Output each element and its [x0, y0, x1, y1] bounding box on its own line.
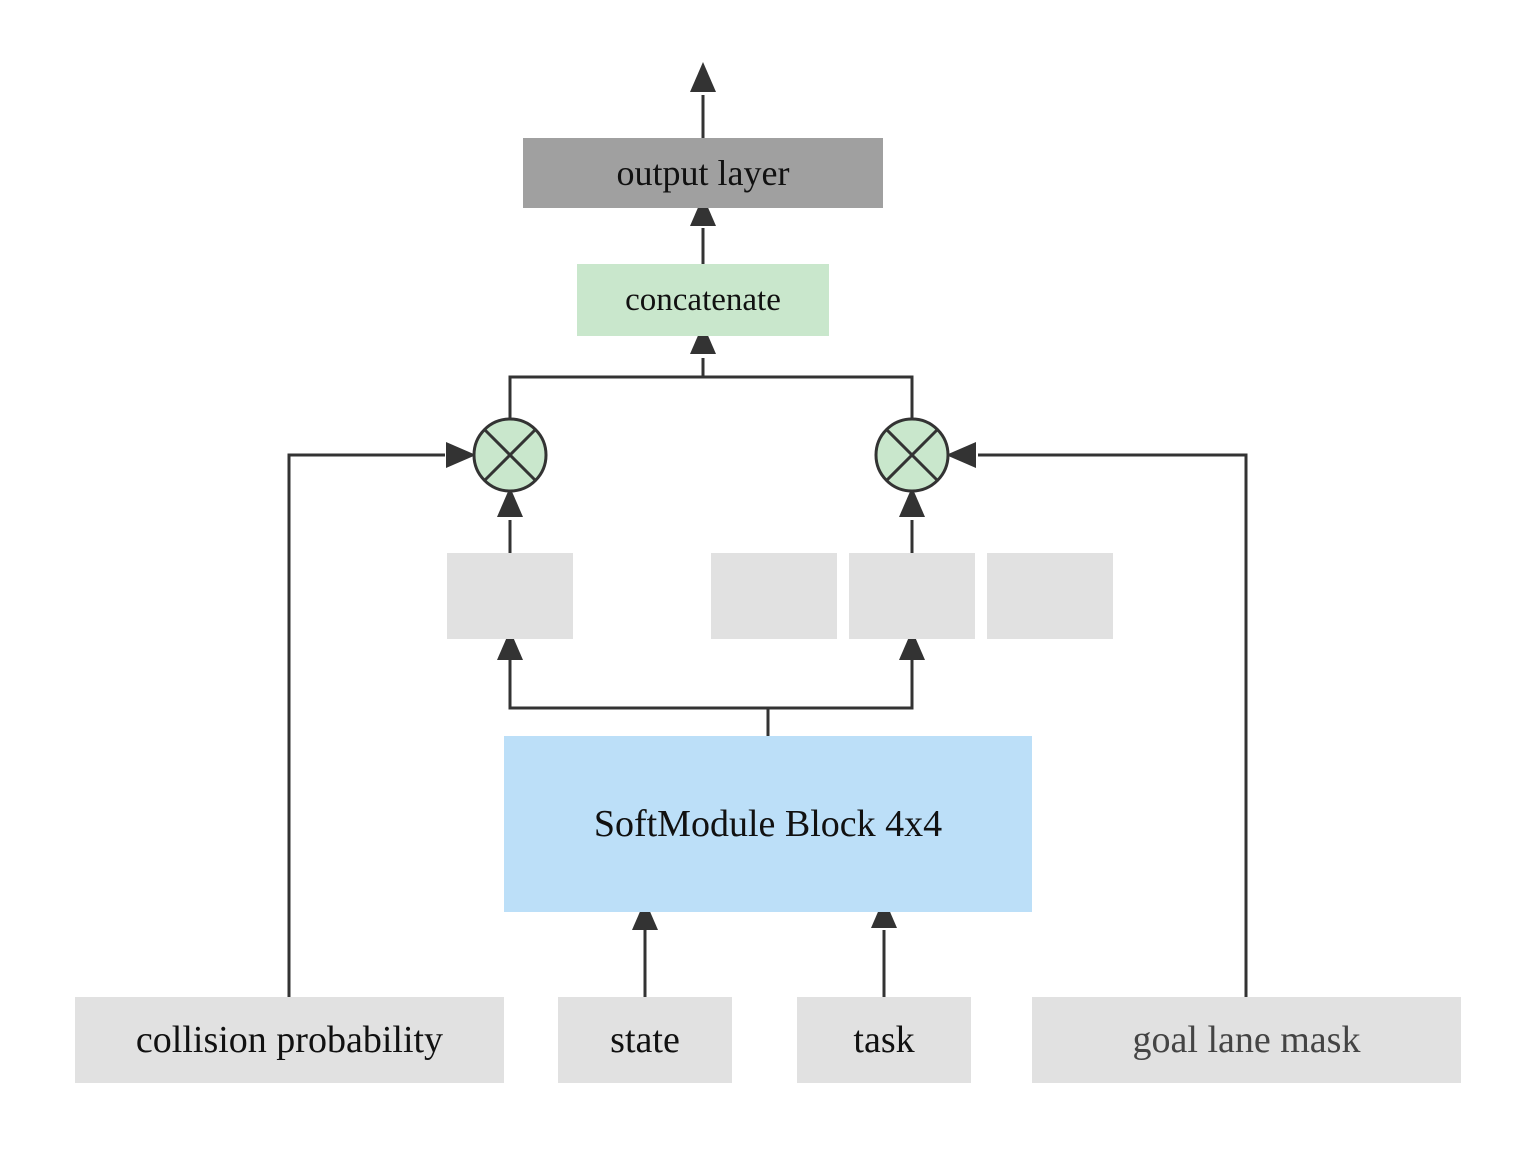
arrowhead-icon: [899, 630, 925, 660]
arrowhead-icon: [690, 62, 716, 92]
wire-collision-multiply: [287, 453, 445, 997]
arrowhead-icon: [899, 487, 925, 517]
task-label: task: [853, 1019, 915, 1061]
concatenate-label: concatenate: [625, 281, 781, 318]
arrowhead-icon: [946, 442, 976, 468]
softmodule-block-label: SoftModule Block 4x4: [593, 803, 943, 845]
concatenate-box: concatenate: [577, 264, 829, 336]
module-output-1: [447, 553, 573, 639]
module-output-4: [987, 553, 1113, 639]
arrowhead-icon: [497, 630, 523, 660]
collision-probability-label: collision probability: [135, 1019, 444, 1061]
goal-lane-mask-label: goal lane mask: [1132, 1019, 1361, 1061]
multiply-icon: [472, 417, 548, 493]
wire-block-module1: [508, 660, 770, 736]
output-layer-label: output layer: [616, 153, 790, 193]
multiply-icon: [874, 417, 950, 493]
module-output-2: [711, 553, 837, 639]
wire-goal-multiply: [978, 453, 1248, 997]
state-label: state: [610, 1019, 680, 1061]
wire-multiply-concat: [508, 375, 914, 419]
softmodule-block-box: SoftModule Block 4x4: [504, 736, 1032, 912]
goal-lane-mask-box: goal lane mask: [1032, 997, 1461, 1083]
arrowhead-icon: [871, 898, 897, 928]
output-layer-box: output layer: [523, 138, 883, 208]
arrowhead-icon: [690, 324, 716, 354]
arrowhead-icon: [446, 442, 476, 468]
collision-probability-box: collision probability: [75, 997, 504, 1083]
module-output-3: [849, 553, 975, 639]
task-box: task: [797, 997, 971, 1083]
arrowhead-icon: [497, 487, 523, 517]
wire-block-module3: [768, 660, 914, 710]
arrowhead-icon: [632, 900, 658, 930]
state-box: state: [558, 997, 732, 1083]
arrowhead-icon: [690, 196, 716, 226]
